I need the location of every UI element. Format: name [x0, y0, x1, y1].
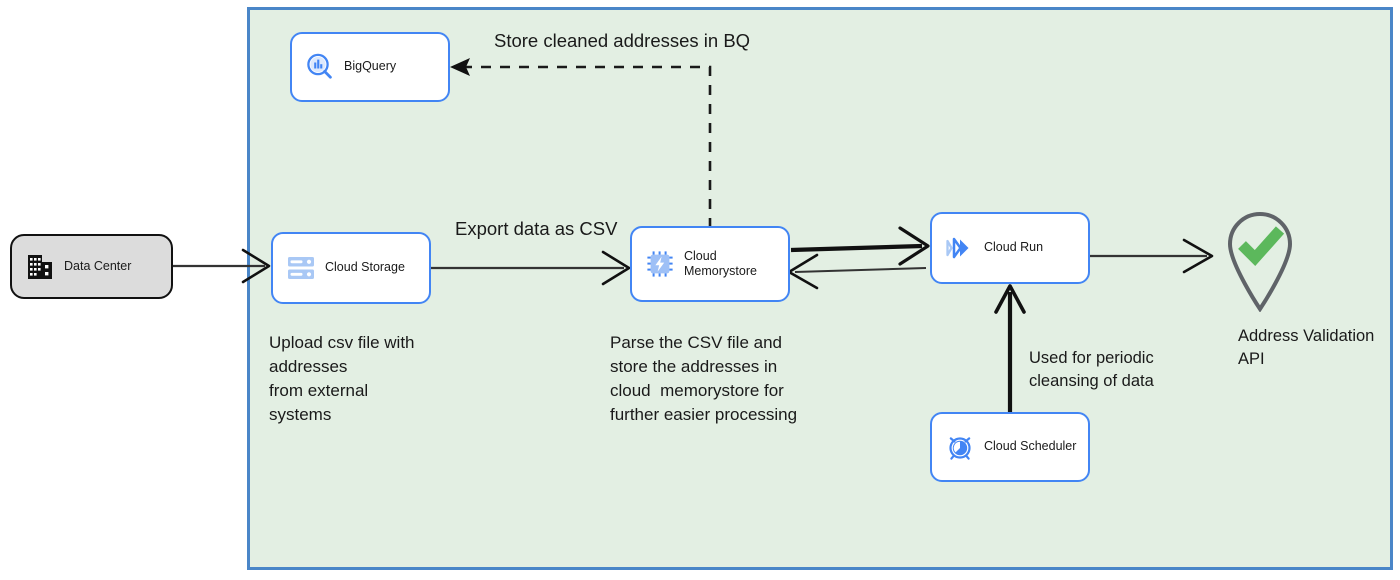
annotation-parse-csv: Parse the CSV file and store the address… [610, 333, 798, 425]
node-cloud-memorystore[interactable]: Cloud Memorystore [630, 226, 790, 302]
node-cloud-run-label: Cloud Run [984, 240, 1044, 255]
node-cloud-memorystore-label: Cloud Memorystore [684, 248, 757, 278]
cloud-run-icon [942, 230, 978, 266]
node-cloud-run[interactable]: Cloud Run [930, 212, 1090, 284]
node-data-center-label: Data Center [64, 258, 132, 273]
map-pin-check-icon [1227, 212, 1293, 312]
bigquery-icon [302, 49, 338, 85]
edge-label-export-csv: Export data as CSV [455, 218, 618, 239]
cloud-scheduler-icon [942, 429, 978, 465]
node-bigquery[interactable]: BigQuery [290, 32, 450, 102]
node-cloud-storage[interactable]: Cloud Storage [271, 232, 431, 304]
node-cloud-scheduler-label: Cloud Scheduler [984, 439, 1077, 454]
node-bigquery-label: BigQuery [344, 59, 397, 74]
node-address-validation[interactable] [1218, 206, 1302, 312]
node-cloud-storage-label: Cloud Storage [325, 260, 405, 275]
annotation-scheduler-usage: Used for periodic cleansing of data [1029, 349, 1154, 391]
node-address-validation-label: Address Validation API [1238, 327, 1375, 368]
building-icon [22, 249, 58, 285]
edge-label-store-cleaned-addresses: Store cleaned addresses in BQ [494, 30, 751, 51]
cloud-storage-icon [283, 250, 319, 286]
node-data-center[interactable]: Data Center [10, 234, 173, 299]
annotation-upload-csv: Upload csv file with addresses from exte… [269, 333, 415, 425]
cloud-memorystore-icon [642, 246, 678, 282]
node-cloud-scheduler[interactable]: Cloud Scheduler [930, 412, 1090, 482]
